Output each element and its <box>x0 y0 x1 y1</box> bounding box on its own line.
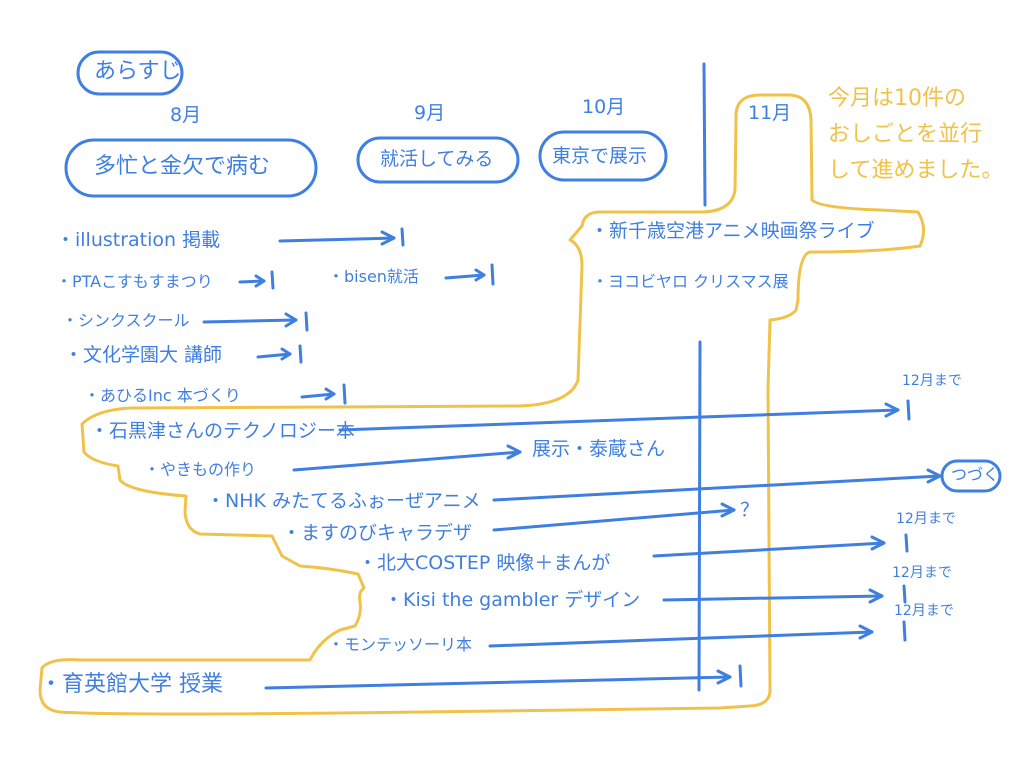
annotation-exhibit: 展示・泰蔵さん <box>532 438 666 460</box>
task-arrow <box>444 263 495 286</box>
month-label-oct: 10月 <box>582 96 626 118</box>
bubble-continue <box>940 459 1002 493</box>
annotation-until-december: 12月まで <box>894 603 954 619</box>
month-divider-line <box>697 340 702 692</box>
task-arrow <box>492 502 736 532</box>
task-item: ・モンテッソーリ本 <box>328 635 473 654</box>
task-arrow <box>278 227 405 247</box>
bubble-sep <box>356 136 520 184</box>
task-arrow <box>238 270 275 290</box>
month-label-sep: 9月 <box>414 102 446 124</box>
note-line-1: 今月は10件の <box>828 86 966 111</box>
header-bubble <box>76 50 184 96</box>
note-line-2: おしごとを並行 <box>828 122 983 147</box>
task-arrow <box>256 344 303 364</box>
task-item: ・新千歳空港アニメ映画祭ライブ <box>590 220 875 242</box>
task-item: ・PTAこすもすまつり <box>56 272 213 291</box>
task-arrow <box>264 664 743 690</box>
task-item: ・あひるInc 本づくり <box>84 386 241 405</box>
month-divider-line <box>702 62 707 207</box>
task-item: ・育英館大学 授業 <box>40 672 223 697</box>
month-label-nov: 11月 <box>748 102 792 124</box>
task-arrow <box>338 399 911 432</box>
task-item: ・ますのびキャラデザ <box>282 522 473 544</box>
bubble-aug <box>64 138 318 198</box>
task-item: ・文化学園大 講師 <box>64 344 223 366</box>
task-arrow <box>292 444 522 472</box>
task-arrow <box>488 620 907 648</box>
annotation-until-december: 12月まで <box>896 511 956 527</box>
task-item: ・illustration 掲載 <box>56 229 221 251</box>
bubble-text-sep: 就活してみる <box>380 148 494 170</box>
annotation-until-december: 12月まで <box>892 565 952 581</box>
note-line-3: して進めました。 <box>828 158 1004 183</box>
bubble-oct <box>538 130 668 182</box>
annotation-until-december: 12月まで <box>902 373 962 389</box>
task-arrow <box>652 533 909 558</box>
bubble-text-aug: 多忙と金欠で病む <box>94 154 271 179</box>
task-item: ・シンクスクール <box>62 311 190 330</box>
task-arrow <box>492 468 942 502</box>
task-item: ・石黒津さんのテクノロジー本 <box>90 420 355 442</box>
header-label: あらすじ <box>94 59 182 84</box>
task-item: ・Kisi the gambler デザイン <box>384 589 641 611</box>
bubble-text-oct: 東京で展示 <box>552 145 648 167</box>
task-item: ・ヨコビヤロ クリスマス展 <box>592 272 789 291</box>
task-item: ・NHK みたてるふぉーぜアニメ <box>206 490 481 512</box>
task-arrow <box>662 584 907 604</box>
task-arrow <box>202 311 309 332</box>
task-item: ・bisen就活 <box>328 267 419 286</box>
highlight-outline <box>38 93 925 716</box>
task-item: ・北大COSTEP 映像＋まんが <box>358 552 611 574</box>
annotation-continue: つづく <box>951 465 1000 484</box>
task-arrow <box>300 383 347 405</box>
month-label-aug: 8月 <box>170 104 202 126</box>
annotation-question: ？ <box>740 499 760 521</box>
task-item: ・やきもの作り <box>144 460 257 479</box>
